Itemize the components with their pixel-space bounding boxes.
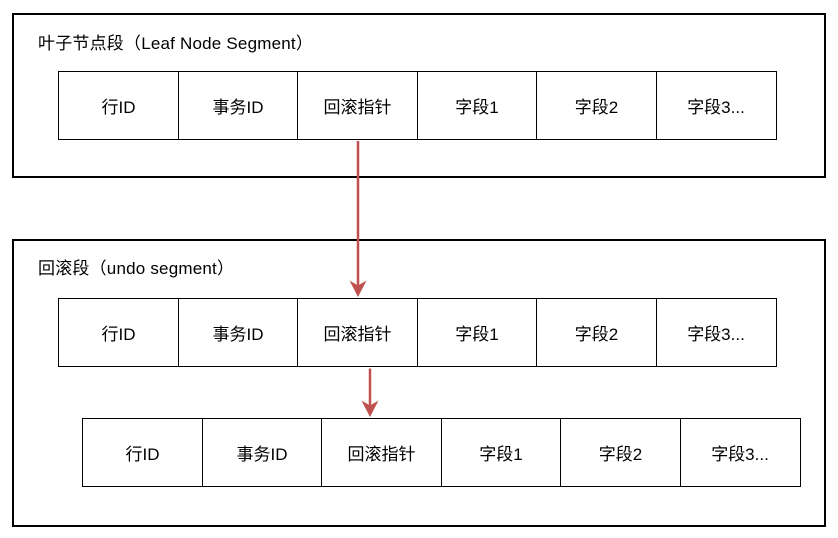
cell-rollback-pointer: 回滚指针 bbox=[297, 71, 418, 140]
cell-row-id: 行ID bbox=[58, 298, 179, 367]
cell-transaction-id: 事务ID bbox=[177, 71, 299, 140]
cell-field-2: 字段2 bbox=[536, 298, 657, 367]
cell-field-2: 字段2 bbox=[536, 71, 657, 140]
undo-segment-box: 回滚段（undo segment） 行ID 事务ID 回滚指针 字段1 字段2 … bbox=[12, 239, 826, 527]
undo-segment-title: 回滚段（undo segment） bbox=[38, 259, 235, 278]
cell-field-1: 字段1 bbox=[416, 298, 538, 367]
leaf-node-segment-title: 叶子节点段（Leaf Node Segment） bbox=[38, 34, 314, 53]
cell-row-id: 行ID bbox=[82, 418, 203, 487]
cell-field-3: 字段3... bbox=[655, 298, 777, 367]
cell-field-1: 字段1 bbox=[440, 418, 562, 487]
cell-rollback-pointer: 回滚指针 bbox=[321, 418, 442, 487]
cell-row-id: 行ID bbox=[58, 71, 179, 140]
cell-field-2: 字段2 bbox=[560, 418, 681, 487]
cell-rollback-pointer: 回滚指针 bbox=[297, 298, 418, 367]
leaf-node-segment-box: 叶子节点段（Leaf Node Segment） 行ID 事务ID 回滚指针 字… bbox=[12, 13, 826, 178]
undo-record-row-2: 行ID 事务ID 回滚指针 字段1 字段2 字段3... bbox=[82, 418, 801, 487]
cell-field-1: 字段1 bbox=[416, 71, 538, 140]
cell-transaction-id: 事务ID bbox=[177, 298, 299, 367]
cell-field-3: 字段3... bbox=[655, 71, 777, 140]
leaf-record-row: 行ID 事务ID 回滚指针 字段1 字段2 字段3... bbox=[58, 71, 777, 140]
cell-transaction-id: 事务ID bbox=[201, 418, 323, 487]
cell-field-3: 字段3... bbox=[679, 418, 801, 487]
undo-record-row-1: 行ID 事务ID 回滚指针 字段1 字段2 字段3... bbox=[58, 298, 777, 367]
